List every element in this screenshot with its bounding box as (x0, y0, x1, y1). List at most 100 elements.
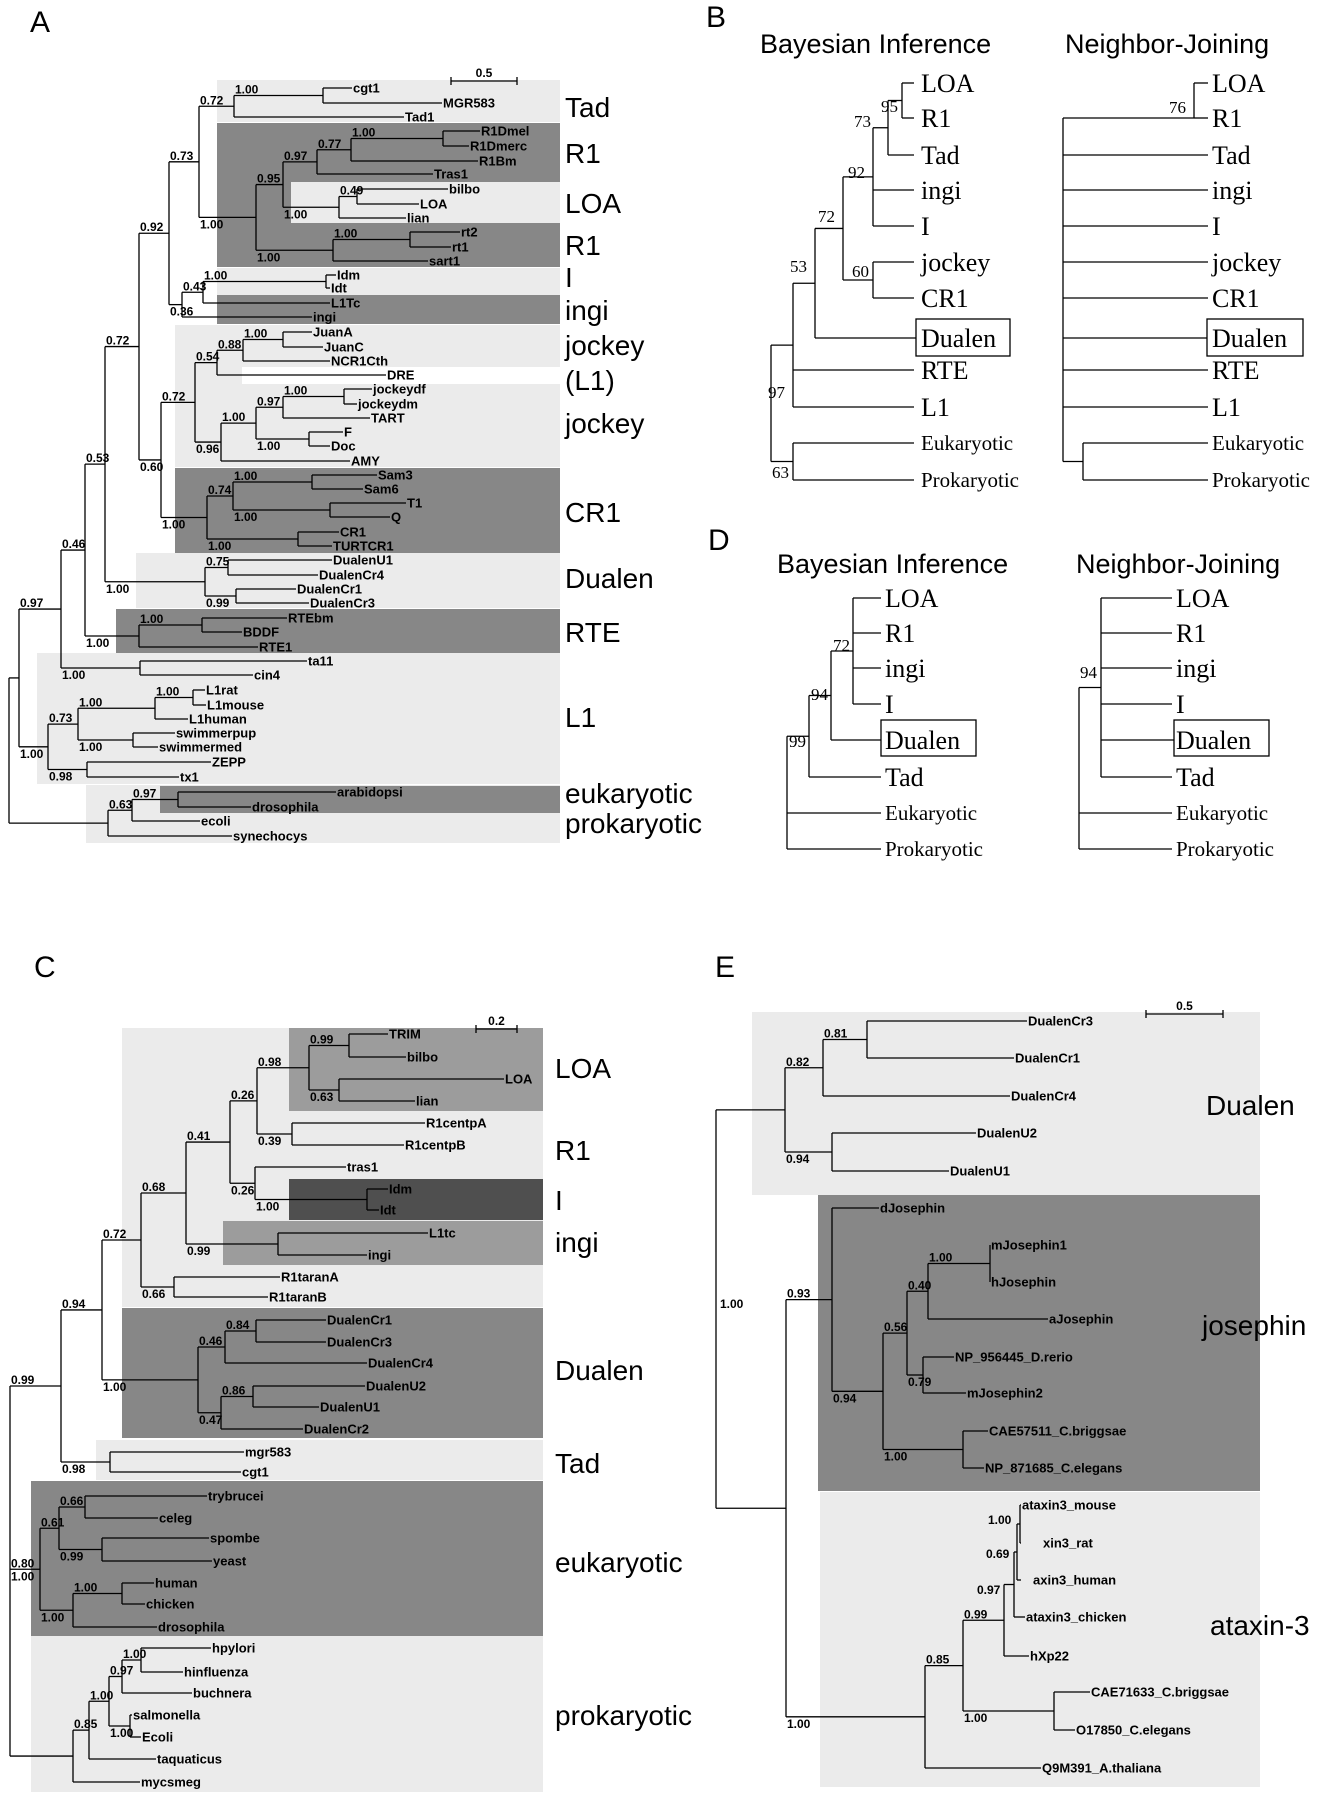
leaf-label: Tad1 (405, 110, 434, 125)
leaf-label: Sam6 (364, 482, 399, 497)
leaf-label: DualenU1 (333, 553, 393, 568)
leaf-label: bilbo (449, 182, 480, 197)
leaf-label: Sam3 (378, 468, 413, 483)
clade-label: ataxin-3 (1210, 1610, 1310, 1641)
leaf-label: Q9M391_A.thaliana (1042, 1761, 1162, 1776)
support-value: 95 (881, 97, 898, 116)
leaf-label: R1Bm (479, 154, 517, 169)
leaf-label: Tad (1212, 141, 1251, 170)
leaf-label: R1taranB (269, 1290, 327, 1305)
leaf-label: rt1 (452, 240, 469, 255)
leaf-label: DualenCr1 (297, 582, 362, 597)
support-value: 0.46 (199, 1334, 223, 1348)
support-value: 0.93 (787, 1287, 811, 1301)
support-value: 0.61 (41, 1515, 65, 1529)
support-value: 1.00 (62, 668, 86, 682)
clade-label: Tad (555, 1448, 600, 1479)
clade-box (175, 325, 560, 467)
support-value: 1.00 (244, 327, 268, 341)
clade-box (122, 1308, 543, 1438)
leaf-label: RTE1 (259, 640, 292, 655)
support-value: 72 (833, 636, 850, 655)
leaf-label: R1taranA (281, 1270, 339, 1285)
leaf-label: mJosephin2 (967, 1386, 1043, 1401)
leaf-label: taquaticus (157, 1752, 222, 1767)
leaf-label: L1mouse (207, 698, 264, 713)
leaf-label: lian (416, 1094, 438, 1109)
leaf-label: LOA (1176, 584, 1230, 613)
clade-label: eukaryotic (555, 1547, 683, 1578)
leaf-label: I (1212, 212, 1221, 241)
bayesian-title: Bayesian Inference (777, 549, 1008, 579)
support-value: 1.00 (200, 217, 224, 231)
leaf-label: tras1 (347, 1160, 378, 1175)
leaf-label: L1 (921, 393, 950, 422)
support-value: 0.98 (62, 1462, 86, 1476)
leaf-label: DualenCr4 (368, 1356, 434, 1371)
support-value: 0.63 (109, 797, 133, 811)
support-value: 1.00 (204, 269, 228, 283)
leaf-label: mJosephin1 (991, 1238, 1067, 1253)
support-value: 1.00 (235, 83, 259, 97)
clade-box (752, 1012, 1260, 1195)
leaf-label: ingi (921, 176, 961, 205)
leaf-label: cgt1 (353, 81, 380, 96)
support-value: 1.00 (256, 1200, 280, 1214)
leaf-label: aJosephin (1049, 1312, 1113, 1327)
clade-box (242, 367, 560, 384)
leaf-label: R1centpA (426, 1116, 487, 1131)
leaf-label: I (921, 212, 930, 241)
clade-box (217, 295, 560, 324)
support-value: 0.94 (62, 1297, 86, 1311)
clade-label: CR1 (565, 497, 621, 528)
dualen-highlight-box (1173, 719, 1270, 757)
scale-bar-label: 0.5 (1176, 999, 1193, 1013)
support-value: 0.49 (340, 184, 364, 198)
leaf-label: hpylori (212, 1641, 255, 1656)
support-value: 0.86 (222, 1384, 246, 1398)
leaf-label: hinfluenza (184, 1665, 249, 1680)
support-value: 0.99 (11, 1373, 35, 1387)
leaf-label: ta11 (308, 654, 333, 669)
leaf-label: ingi (885, 654, 925, 683)
panel-letter: E (715, 951, 735, 984)
support-value: 0.94 (833, 1391, 857, 1405)
leaf-label: jockeydf (372, 382, 426, 397)
support-value: 0.72 (200, 93, 224, 107)
leaf-label: JuanA (313, 325, 353, 340)
support-value: 0.99 (964, 1607, 988, 1621)
support-value: 0.69 (986, 1547, 1010, 1561)
leaf-label: NP_956445_D.rerio (955, 1350, 1073, 1365)
support-value: 1.00 (334, 227, 358, 241)
leaf-label: DualenCr2 (304, 1422, 369, 1437)
clade-label: R1 (565, 138, 601, 169)
leaf-label: CR1 (1212, 284, 1260, 313)
leaf-label: hJosephin (991, 1275, 1056, 1290)
support-value: 0.75 (206, 555, 230, 569)
leaf-label: LOA (1212, 69, 1266, 98)
support-value: 1.00 (74, 1581, 98, 1595)
clade-box (116, 609, 560, 653)
leaf-label: swimmerpup (176, 726, 256, 741)
support-value: 1.00 (103, 1380, 127, 1394)
dualen-highlight-box (915, 318, 1011, 357)
leaf-label: ecoli (201, 814, 231, 829)
clade-label: jockey (564, 408, 644, 439)
leaf-label: Tad (885, 763, 924, 792)
support-value: 1.00 (106, 582, 130, 596)
leaf-label: ingi (1212, 176, 1252, 205)
nj-title: Neighbor-Joining (1076, 549, 1280, 579)
leaf-label: DualenU2 (977, 1126, 1037, 1141)
leaf-label: Doc (331, 439, 356, 454)
support-value: 1.00 (79, 740, 103, 754)
support-value: 0.39 (258, 1134, 282, 1148)
clade-box (289, 1028, 543, 1111)
support-value: 0.66 (60, 1494, 84, 1508)
dualen-highlight-box (880, 719, 977, 757)
support-value: 53 (790, 257, 807, 276)
support-value: 1.00 (11, 1569, 35, 1583)
clade-box (31, 1481, 543, 1636)
leaf-label: DualenCr4 (319, 568, 385, 583)
clade-box (217, 80, 560, 122)
